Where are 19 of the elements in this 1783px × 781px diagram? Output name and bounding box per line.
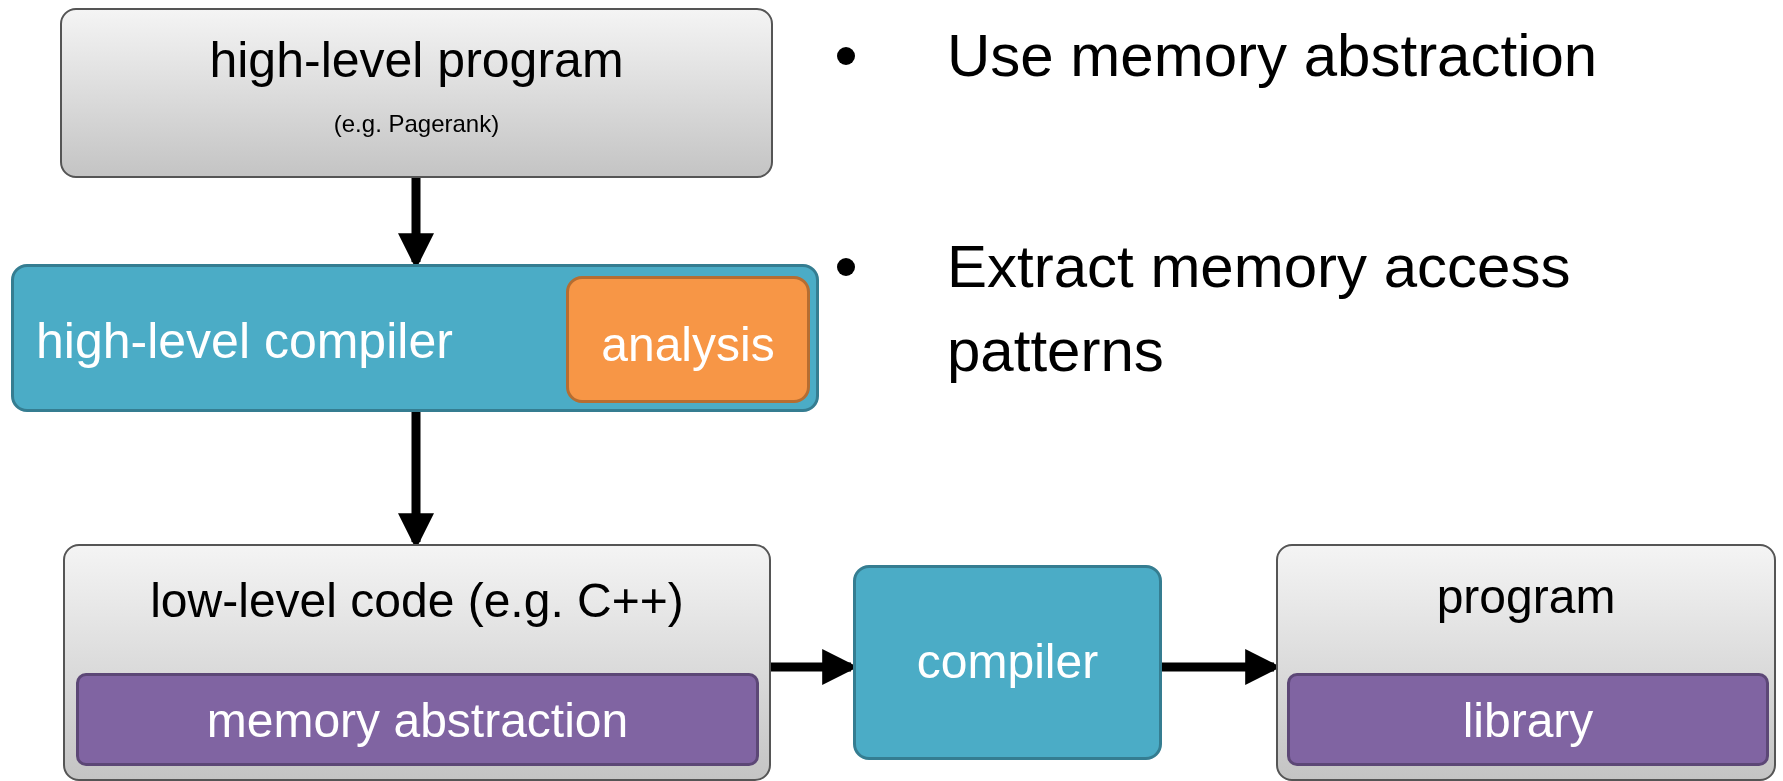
node-label: program bbox=[1435, 569, 1617, 625]
node-label: memory abstraction bbox=[205, 693, 630, 749]
library-box bbox=[1287, 673, 1769, 766]
code-box bbox=[63, 544, 771, 781]
node-sublabel: (e.g. Pagerank) bbox=[332, 110, 501, 139]
node-label: high-level program bbox=[208, 31, 625, 90]
compiler-box bbox=[11, 264, 819, 412]
node-label: compiler bbox=[915, 634, 1100, 690]
node-label: high-level compiler bbox=[36, 312, 453, 371]
node-label: library bbox=[1461, 693, 1595, 749]
compiler-box bbox=[853, 565, 1162, 760]
node-label: low-level code (e.g. C++) bbox=[149, 573, 685, 629]
abstraction-box bbox=[76, 673, 759, 766]
bullet-text: Extract memory access patterns bbox=[947, 232, 1572, 386]
program-box bbox=[60, 8, 773, 178]
node-label: analysis bbox=[600, 317, 776, 373]
program-box bbox=[1276, 544, 1776, 781]
bullet-text: Use memory abstraction bbox=[947, 21, 1599, 91]
analysis-box bbox=[566, 276, 810, 403]
